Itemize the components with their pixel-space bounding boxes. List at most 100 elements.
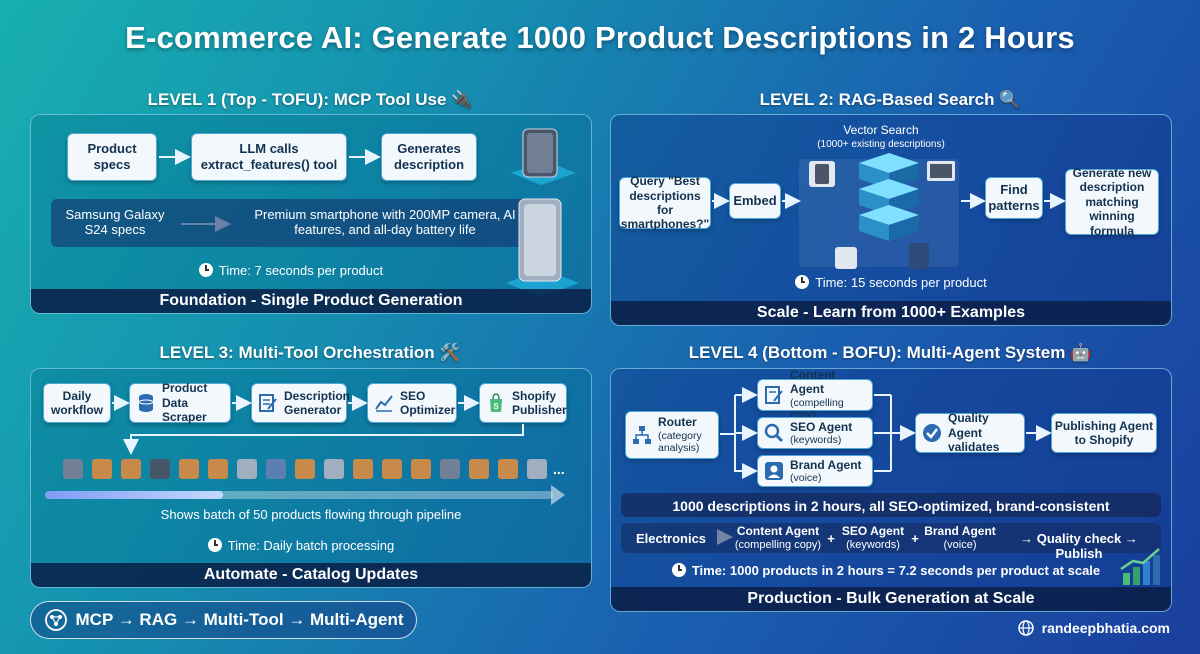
shopify-label: Shopify Publisher <box>512 388 567 417</box>
llm-calls-box: LLM calls extract_features() tool <box>191 133 347 181</box>
line-chart-icon <box>375 395 393 412</box>
product-data-scraper-box: Product Data Scraper <box>129 381 231 425</box>
box-item-icon <box>208 459 228 479</box>
brand-agent-label: Brand Agent <box>790 457 862 472</box>
box-item-icon <box>498 459 518 479</box>
clock-icon <box>207 538 222 552</box>
flow-brand-sublabel: (voice) <box>943 539 977 552</box>
level2-panel: Query "Best descriptions for smartphones… <box>610 114 1172 326</box>
find-patterns-box: Find patterns <box>985 177 1043 219</box>
brand-agent-sublabel: (voice) <box>790 471 822 484</box>
scraper-label: Product Data Scraper <box>162 381 208 425</box>
hierarchy-icon <box>633 426 651 444</box>
flow-quality-publish: → Quality check → Publish <box>1020 531 1138 561</box>
vector-database-icon <box>799 153 959 269</box>
phone-item-icon <box>63 459 83 479</box>
level2-arrows <box>712 193 1066 209</box>
box-item-icon <box>353 459 373 479</box>
jacket-item-icon <box>266 459 286 479</box>
pipeline-progress-track <box>45 491 553 499</box>
flow-plus-2: + <box>911 531 919 546</box>
box-item-icon <box>411 459 431 479</box>
box-item-icon <box>469 459 489 479</box>
product-specs-box: Product specs <box>67 133 157 181</box>
level1-time-text: Time: 7 seconds per product <box>218 263 384 278</box>
level3-time-text: Time: Daily batch processing <box>227 538 395 553</box>
phone-item-icon <box>150 459 170 479</box>
globe-icon <box>1017 620 1034 636</box>
seo-label: SEO Optimizer <box>400 388 456 417</box>
batch-caption: Shows batch of 50 products flowing throu… <box>160 507 462 522</box>
clock-icon <box>198 263 213 277</box>
level1-footer: Foundation - Single Product Generation <box>31 289 591 313</box>
generator-label: Description Generator <box>284 388 351 417</box>
level3-arrows <box>112 395 524 455</box>
description-generator-box: Description Generator <box>251 383 351 423</box>
flow-content-agent: Content Agent(compelling copy) <box>731 524 825 552</box>
progress-arrowhead-icon <box>551 485 565 505</box>
flow-seo-sublabel: (keywords) <box>846 539 900 552</box>
level4-heading: LEVEL 4 (Bottom - BOFU): Multi-Agent Sys… <box>688 343 1092 362</box>
content-agent-label: Content Agent <box>790 368 836 397</box>
example-input: Samsung Galaxy S24 specs <box>65 207 165 237</box>
search-icon <box>764 423 784 443</box>
coffee-maker-item-icon <box>527 459 547 479</box>
router-box: Router(category analysis) <box>625 411 719 459</box>
box-item-icon <box>121 459 141 479</box>
journey-pill: MCP → RAG → Multi-Tool → Multi-Agent <box>30 601 417 639</box>
flow-content-sublabel: (compelling copy) <box>734 539 822 552</box>
flow-brand-agent: Brand Agent(voice) <box>921 524 999 552</box>
level3-footer: Automate - Catalog Updates <box>31 563 591 587</box>
smartphone-icon <box>506 128 579 297</box>
clock-icon <box>795 275 810 289</box>
level3-panel: Daily workflow Product Data Scraper Desc… <box>30 368 592 588</box>
box-item-icon <box>92 459 112 479</box>
phone-item-icon <box>440 459 460 479</box>
level4-time-text: Time: 1000 products in 2 hours = 7.2 sec… <box>691 563 1101 578</box>
page-title: E-commerce AI: Generate 1000 Product Des… <box>125 20 1075 55</box>
flow-seo-agent: SEO Agent(keywords) <box>837 524 909 552</box>
quality-agent-label: Quality Agent validates <box>948 411 1000 455</box>
edit-document-icon <box>765 386 783 404</box>
credit[interactable]: randeepbhatia.com <box>1017 620 1170 636</box>
batch-ellipsis: ... <box>553 461 565 477</box>
shopify-bag-icon: S <box>490 393 502 412</box>
shopify-publisher-box: S Shopify Publisher <box>479 383 567 423</box>
product-batch-row: ... <box>63 459 565 481</box>
stopwatch-icon <box>671 563 686 577</box>
box-item-icon <box>179 459 199 479</box>
level3-time: Time: Daily batch processing <box>161 538 441 553</box>
query-box: Query "Best descriptions for smartphones… <box>619 174 711 232</box>
level2-heading: LEVEL 2: RAG-Based Search 🔍 <box>759 90 1021 109</box>
edit-document-icon <box>259 394 277 412</box>
seo-agent-box: SEO Agent(keywords) <box>757 417 873 449</box>
level3-heading: LEVEL 3: Multi-Tool Orchestration 🛠️ <box>159 343 461 362</box>
level4-panel: Router(category analysis) Content Agent(… <box>610 368 1172 612</box>
brand-agent-box: Brand Agent(voice) <box>757 455 873 487</box>
flow-seo-label: SEO Agent <box>841 524 905 538</box>
growth-chart-icon <box>1120 548 1160 585</box>
vector-subtitle: (1000+ existing descriptions) <box>817 139 945 150</box>
brain-network-icon <box>44 609 67 631</box>
generates-description-box: Generates description <box>381 133 477 181</box>
credit-text[interactable]: randeepbhatia.com <box>1041 620 1170 636</box>
box-item-icon <box>295 459 315 479</box>
user-badge-icon <box>765 462 783 480</box>
router-label: Router <box>658 415 697 430</box>
generate-new-box: Generate new description matching winnin… <box>1065 166 1159 238</box>
level1-heading: LEVEL 1 (Top - TOFU): MCP Tool Use 🔌 <box>147 90 473 109</box>
flow-electronics: Electronics <box>635 531 707 546</box>
flow-content-label: Content Agent <box>736 524 820 538</box>
vector-title: Vector Search <box>843 123 919 137</box>
level1-panel: Product specs LLM calls extract_features… <box>30 114 592 314</box>
seo-agent-sublabel: (keywords) <box>790 433 842 446</box>
svg-text:S: S <box>493 402 499 411</box>
example-strip <box>51 199 541 247</box>
quality-agent-box: Quality Agent validates <box>915 411 1025 455</box>
level2-time: Time: 15 seconds per product <box>751 275 1031 290</box>
coffee-maker-item-icon <box>324 459 344 479</box>
level4-arrows <box>717 387 1052 545</box>
level1-time: Time: 7 seconds per product <box>151 263 431 278</box>
box-item-icon <box>382 459 402 479</box>
level4-footer: Production - Bulk Generation at Scale <box>611 587 1171 611</box>
